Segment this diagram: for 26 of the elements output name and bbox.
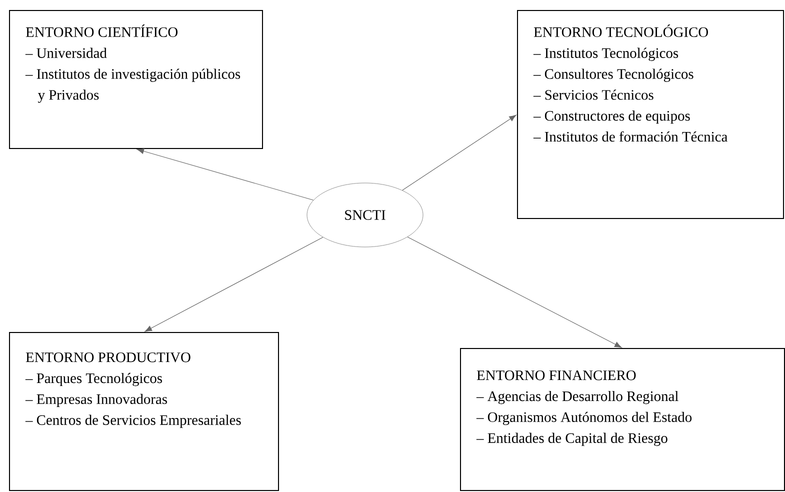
arrow [402, 114, 516, 191]
list-item: – Agencias de Desarrollo Regional [476, 390, 678, 404]
list-item: – Institutos Tecnológicos [533, 48, 678, 61]
list-item: – Institutos de investigación públicos y Privados [25, 68, 240, 103]
list-item: – Entidades de Capital de Riesgo [476, 432, 668, 446]
ellipse-node: SNCTI [306, 182, 424, 248]
text-box [9, 10, 263, 149]
list-item: – Consultores Tecnológicos [533, 68, 694, 82]
list-item: – Centros de Servicios Empresariales [25, 414, 241, 428]
arrow [144, 236, 324, 332]
list-item: – Empresas Innovadoras [25, 394, 167, 407]
text-box [460, 348, 785, 491]
arrow [136, 148, 314, 200]
list-item: – Organismos Autónomos del Estado [476, 412, 692, 426]
list-item: – Institutos de formación Técnica [533, 131, 728, 142]
list-item: – Universidad [25, 48, 107, 58]
box-heading: ENTORNO FINANCIERO [476, 370, 636, 380]
list-item: – Constructores de equipos [533, 110, 690, 124]
list-item: – Parques Tecnológicos [25, 372, 162, 386]
arrow [407, 236, 622, 348]
list-item: – Servicios Técnicos [533, 90, 654, 100]
text-box [517, 10, 784, 219]
text-box [9, 332, 279, 491]
box-heading: ENTORNO TECNOLÓGICO [534, 24, 708, 38]
box-heading: ENTORNO CIENTÍFICO [26, 24, 178, 38]
box-heading: ENTORNO PRODUCTIVO [26, 352, 190, 362]
